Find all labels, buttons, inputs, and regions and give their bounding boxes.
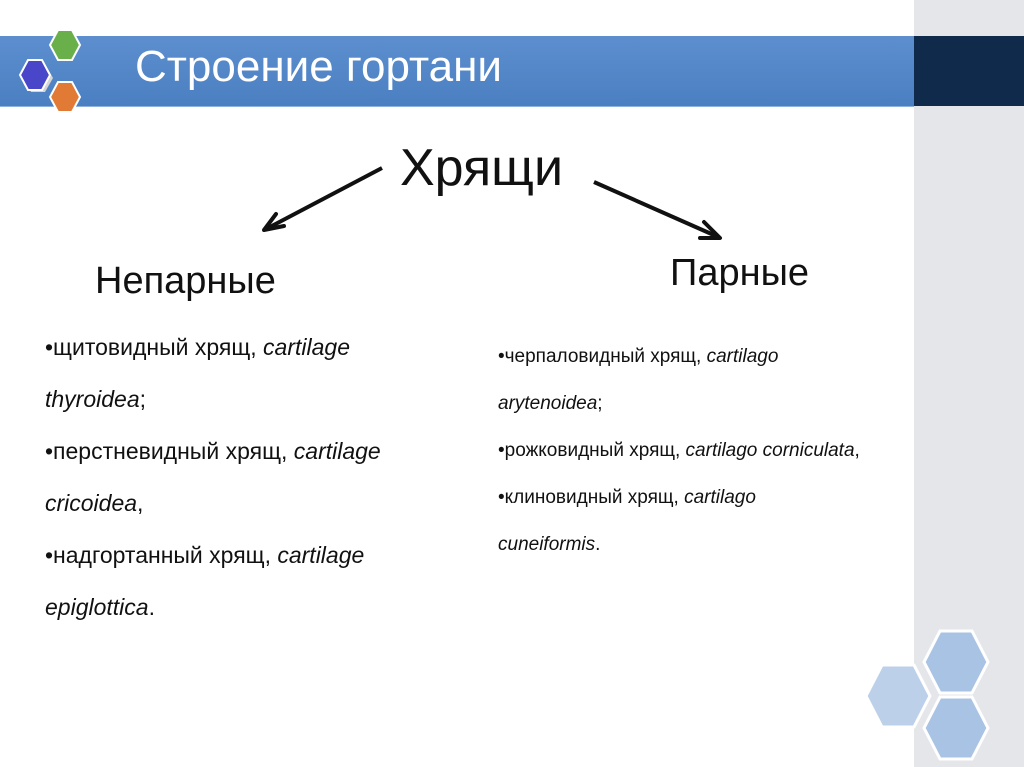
- paired-heading: Парные: [670, 252, 810, 294]
- hex-deco-shape: [864, 663, 932, 729]
- list-item: •клиновидный хрящ, cartilago: [498, 487, 756, 508]
- list-item: •щитовидный хрящ, cartilage: [45, 334, 350, 360]
- title-bar-dark-block: [914, 36, 1024, 106]
- title-bar: [0, 36, 914, 107]
- paired-cartilage-list: •черпаловидный хрящ, cartilago arytenoid…: [498, 333, 918, 568]
- hex-orange-shape: [48, 81, 82, 113]
- decorative-hexagons-icon: [864, 629, 990, 761]
- unpaired-cartilage-list: •щитовидный хрящ, cartilage thyroidea; •…: [45, 321, 485, 633]
- list-item: •перстневидный хрящ, cartilage: [45, 438, 381, 464]
- main-heading: Хрящи: [400, 139, 564, 197]
- list-item: •черпаловидный хрящ, cartilago: [498, 346, 779, 367]
- hex-green-shape: [48, 29, 82, 61]
- hexagon-logo-icon: [18, 29, 82, 113]
- list-item: thyroidea;: [45, 386, 147, 412]
- unpaired-heading: Непарные: [95, 260, 276, 302]
- list-item: •рожковидный хрящ, cartilago corniculata…: [498, 440, 860, 461]
- arrow-right-shaft: [593, 180, 717, 238]
- list-item: cricoidea,: [45, 490, 144, 516]
- arrow-right-head-icon: [698, 220, 722, 240]
- list-item: arytenoidea;: [498, 393, 603, 414]
- arrow-left-head-icon: [262, 212, 286, 232]
- hex-deco-shape: [922, 695, 990, 761]
- hex-deco-shape: [922, 629, 990, 695]
- list-item: cuneiformis.: [498, 534, 601, 555]
- slide-title: Строение гортани: [135, 42, 502, 91]
- list-item: epiglottica.: [45, 594, 155, 620]
- list-item: •надгортанный хрящ, cartilage: [45, 542, 365, 568]
- branch-arrows: [262, 166, 722, 240]
- arrow-left-shaft: [267, 166, 383, 230]
- hex-purple-shape: [18, 59, 52, 91]
